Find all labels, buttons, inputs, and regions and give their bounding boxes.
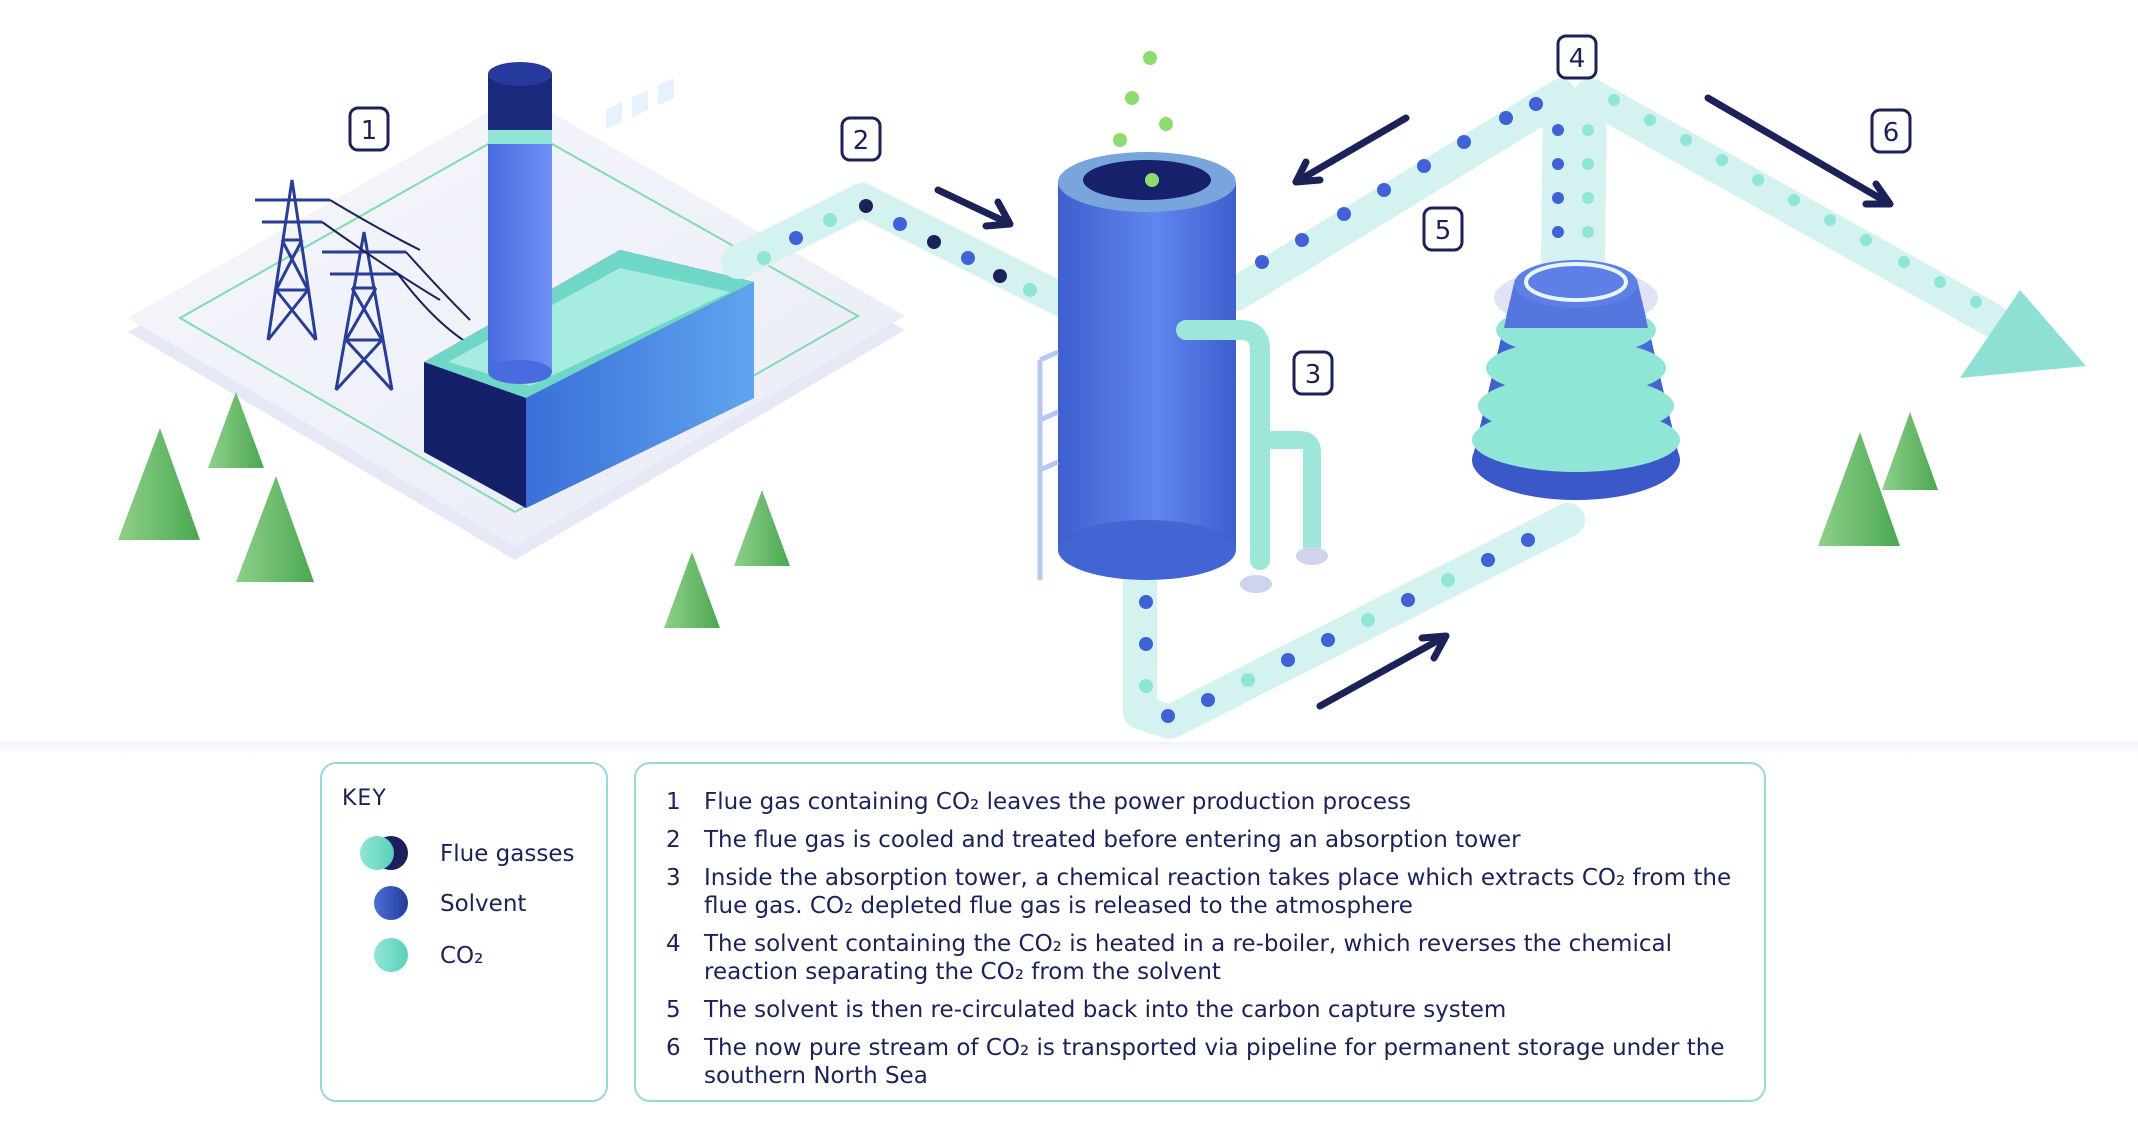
badge-1: 1 <box>361 116 378 146</box>
step-text: The solvent is then re-circulated back i… <box>704 997 1507 1023</box>
step-text: The flue gas is cooled and treated befor… <box>704 827 1521 853</box>
pipeline <box>721 79 2009 739</box>
step-badges: 1 2 3 4 5 6 <box>348 34 1912 396</box>
steps-panel: 1 Flue gas containing CO₂ leaves the pow… <box>634 762 1766 1102</box>
key-label-flue-gasses: Flue gasses <box>440 841 575 867</box>
power-pylon-icon <box>255 179 481 392</box>
key-item-solvent: Solvent <box>358 884 526 924</box>
key-title: KEY <box>342 786 387 811</box>
step-1: 1 Flue gas containing CO₂ leaves the pow… <box>666 788 1746 816</box>
step-number: 2 <box>666 827 681 853</box>
solvent-dot <box>374 886 408 920</box>
flow-arrows <box>934 94 1894 710</box>
step-4: 4 The solvent containing the CO₂ is heat… <box>666 930 1746 986</box>
flue-gas-dot-icon <box>358 836 418 872</box>
badge-4: 4 <box>1569 44 1586 74</box>
re-boiler <box>1472 260 1680 500</box>
badge-5: 5 <box>1435 216 1452 246</box>
step-number: 6 <box>666 1035 681 1061</box>
step-number: 1 <box>666 789 681 815</box>
absorption-tower <box>1037 152 1328 593</box>
step-5: 5 The solvent is then re-circulated back… <box>666 996 1746 1024</box>
solvent-dot-icon <box>358 886 418 922</box>
flow-particles <box>757 51 1982 723</box>
key-item-co2: CO₂ <box>358 936 483 976</box>
step-number: 5 <box>666 997 681 1023</box>
pipeline-arrowhead <box>1960 290 2086 378</box>
step-3: 3 Inside the absorption tower, a chemica… <box>666 864 1746 920</box>
tree-icons <box>118 392 1938 628</box>
co2-dot <box>374 938 408 972</box>
key-panel: KEY Flue gasses Solvent CO₂ <box>320 762 608 1102</box>
key-item-flue-gasses: Flue gasses <box>358 834 574 874</box>
chimney <box>488 62 552 384</box>
key-label-co2: CO₂ <box>440 943 484 969</box>
step-text: Flue gas containing CO₂ leaves the power… <box>704 789 1411 815</box>
step-6: 6 The now pure stream of CO₂ is transpor… <box>666 1034 1746 1090</box>
step-2: 2 The flue gas is cooled and treated bef… <box>666 826 1746 854</box>
power-plant-building <box>424 77 754 508</box>
flue-gas-dot-light <box>360 836 394 870</box>
step-number: 4 <box>666 931 681 957</box>
step-text: Inside the absorption tower, a chemical … <box>704 865 1732 919</box>
step-number: 3 <box>666 865 681 891</box>
co2-dot-icon <box>358 938 418 974</box>
badge-2: 2 <box>853 126 870 156</box>
step-text: The now pure stream of CO₂ is transporte… <box>704 1035 1725 1089</box>
step-text: The solvent containing the CO₂ is heated… <box>704 931 1672 985</box>
process-diagram: 1 2 3 4 5 6 <box>118 34 2086 739</box>
badge-3: 3 <box>1305 360 1322 390</box>
key-label-solvent: Solvent <box>440 891 527 917</box>
divider <box>0 742 2138 754</box>
badge-6: 6 <box>1883 118 1900 148</box>
